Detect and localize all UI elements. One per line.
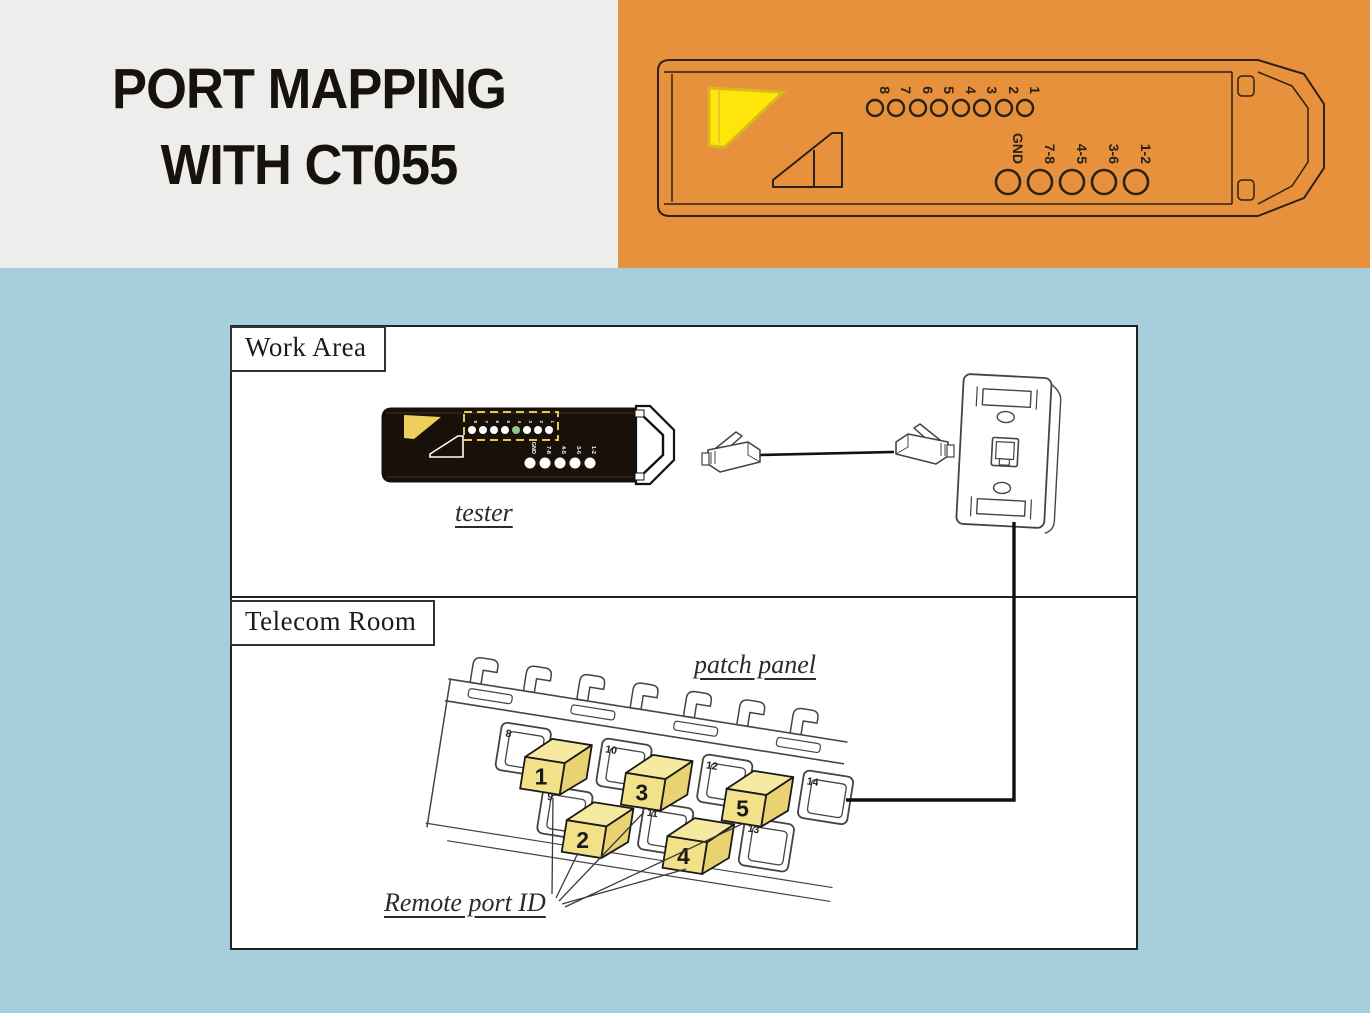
remote-port-id-caption: Remote port ID [384, 888, 546, 917]
plate-jack [990, 436, 1020, 468]
tester-caption: tester [455, 498, 513, 527]
svg-text:3: 3 [528, 420, 533, 423]
svg-text:7-8: 7-8 [1042, 144, 1058, 164]
wall-plate [955, 373, 1062, 534]
telecom-room-label-box: Telecom Room [230, 600, 436, 646]
svg-text:4-5: 4-5 [560, 446, 566, 454]
svg-text:2: 2 [539, 420, 544, 423]
tester-wedge-outline [429, 435, 464, 458]
svg-text:1: 1 [550, 420, 555, 423]
svg-text:1: 1 [535, 764, 548, 790]
remote-unit-drawing: 8 7 6 5 4 3 2 1 GND 7-8 4-5 3-6 1-2 [657, 59, 1325, 217]
pair-led-labels: GND 7-8 4-5 3-6 1-2 [1010, 133, 1154, 164]
svg-text:3: 3 [984, 86, 1000, 94]
led-scan-bracket [463, 411, 559, 441]
telecom-room-label: Telecom Room [245, 606, 417, 636]
svg-text:4-5: 4-5 [1074, 144, 1090, 164]
svg-text:1-2: 1-2 [590, 446, 596, 454]
work-area-label-box: Work Area [230, 326, 386, 372]
title-line-2: WITH CT055 [160, 132, 459, 197]
plate-top-screw [996, 410, 1015, 424]
patch-panel-caption: patch panel [694, 650, 817, 679]
svg-text:4: 4 [517, 420, 522, 423]
svg-text:4: 4 [963, 86, 979, 94]
tester-pair-led-labels: GND 7-8 4-5 3-6 1-2 [530, 442, 596, 454]
title-panel: PORT MAPPING WITH CT055 [0, 0, 618, 268]
brand-logo-triangle [707, 86, 787, 149]
svg-text:6: 6 [495, 420, 500, 423]
svg-text:14: 14 [806, 775, 820, 789]
svg-text:8: 8 [877, 86, 893, 94]
active-led [512, 426, 520, 434]
svg-text:5: 5 [941, 86, 957, 94]
svg-text:10: 10 [604, 743, 618, 757]
svg-text:3: 3 [635, 780, 648, 806]
wire-led-labels: 8 7 6 5 4 3 2 1 [877, 86, 1043, 94]
svg-text:GND: GND [530, 442, 536, 454]
plate-top-slot [981, 388, 1032, 409]
svg-text:7: 7 [484, 420, 489, 423]
svg-text:GND: GND [1010, 133, 1026, 164]
svg-text:1: 1 [1027, 86, 1043, 94]
tester-wire-led-labels: 8 7 6 5 4 3 2 1 [473, 420, 555, 423]
svg-text:8: 8 [505, 728, 513, 741]
tester-tip [634, 404, 676, 486]
wire-led-row [865, 98, 1035, 118]
remote-unit-panel: 8 7 6 5 4 3 2 1 GND 7-8 4-5 3-6 1-2 [618, 0, 1370, 268]
tester-pair-leds [524, 457, 596, 469]
work-area-label: Work Area [245, 332, 367, 362]
plate-bottom-slot [975, 497, 1027, 517]
section-divider [230, 596, 1138, 598]
svg-text:3-6: 3-6 [1106, 144, 1122, 164]
pair-led-row [994, 168, 1150, 196]
svg-text:8: 8 [473, 420, 478, 423]
wedge-logo-outline [772, 132, 843, 188]
svg-text:7-8: 7-8 [545, 446, 551, 454]
plate-bottom-screw [992, 481, 1012, 495]
svg-text:7: 7 [898, 86, 914, 94]
tester-wire-leds [468, 426, 553, 434]
svg-text:5: 5 [736, 796, 749, 822]
svg-text:2: 2 [1006, 86, 1022, 94]
svg-text:6: 6 [920, 86, 936, 94]
svg-text:12: 12 [705, 759, 719, 773]
svg-text:1-2: 1-2 [1138, 144, 1154, 164]
tester-drawing: 8 7 6 5 4 3 2 1 GND 7-8 4-5 3-6 1-2 [381, 404, 676, 486]
patch-cord-cable [759, 450, 895, 457]
patch-cord-and-wallplate-drawing [701, 373, 1062, 534]
page-title: PORT MAPPING WITH CT055 [25, 52, 594, 204]
tester-logo-triangle [404, 415, 441, 439]
remote-body-outline [657, 59, 1325, 217]
svg-text:3-6: 3-6 [575, 446, 581, 454]
svg-text:2: 2 [576, 827, 589, 853]
svg-text:9: 9 [546, 791, 554, 804]
svg-text:4: 4 [677, 843, 690, 869]
title-line-1: PORT MAPPING [112, 57, 507, 121]
svg-text:5: 5 [506, 420, 511, 423]
